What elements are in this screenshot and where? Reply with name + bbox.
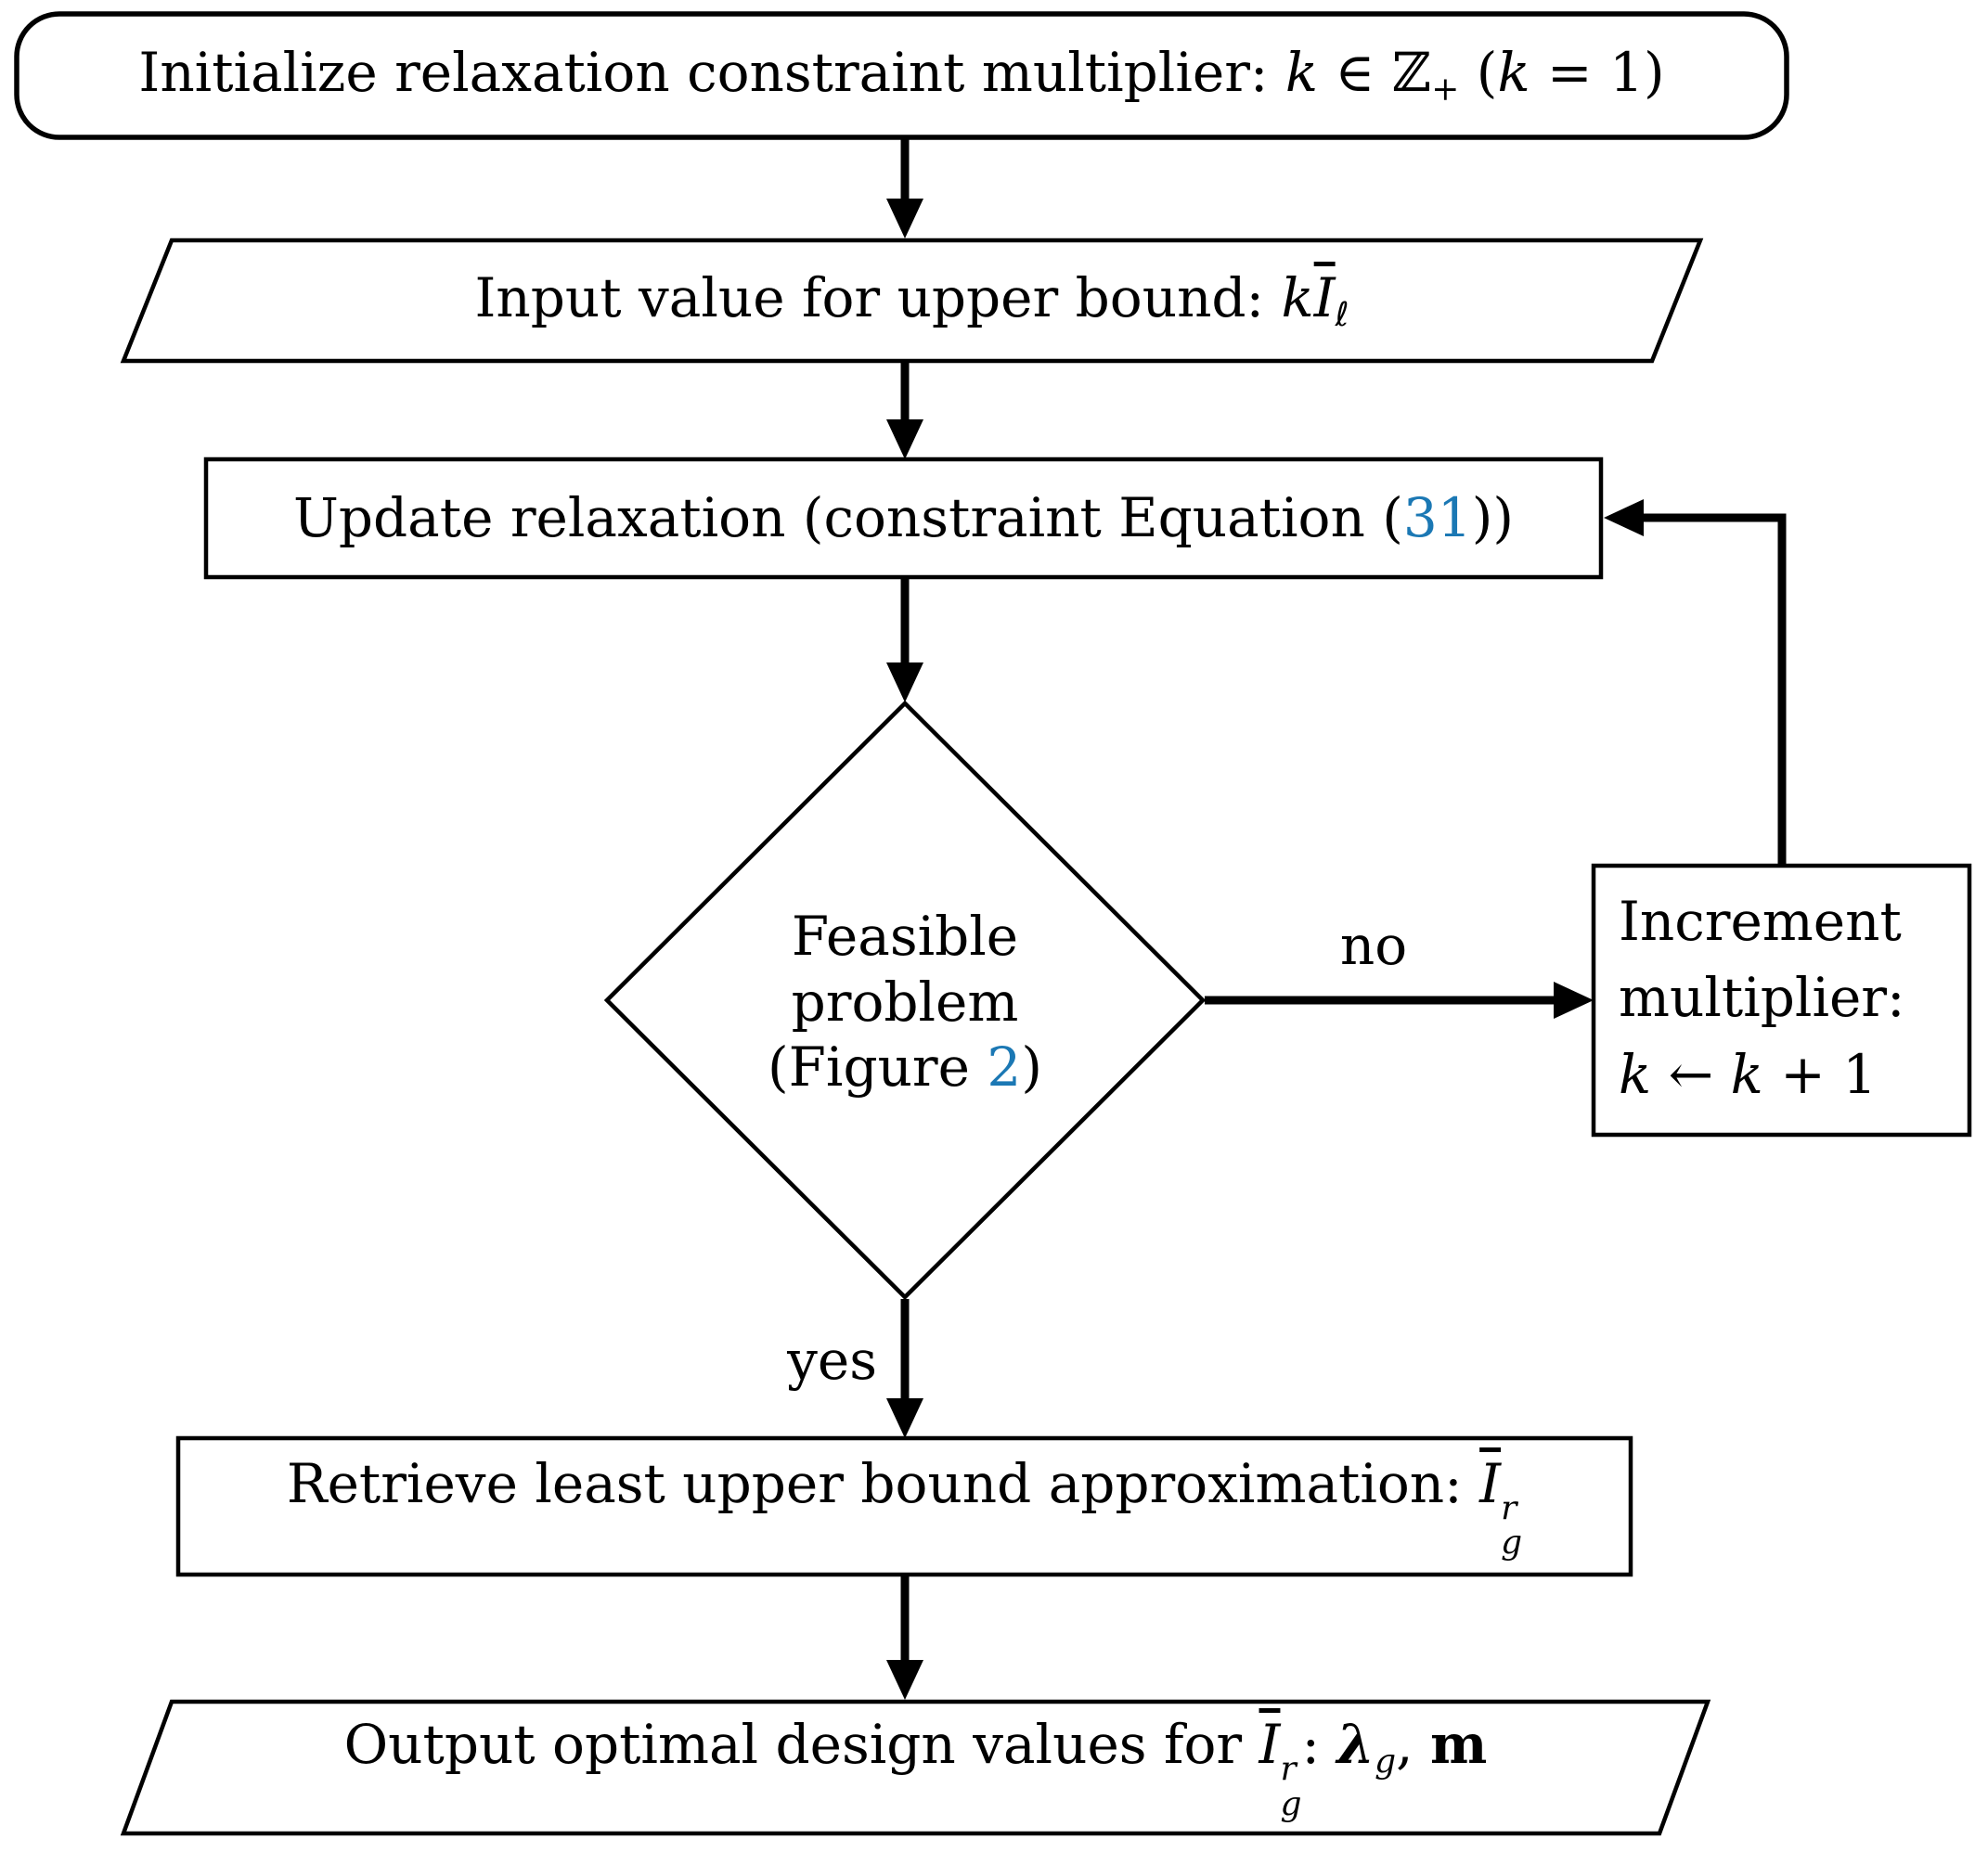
- retrieve-node-label: Retrieve least upper bound approximation…: [178, 1438, 1631, 1575]
- integers-symbol: ℤ: [1391, 41, 1432, 105]
- output-colon: :: [1301, 1713, 1337, 1777]
- k-symbol: k: [1730, 1042, 1763, 1106]
- integers-plus-subscript: +: [1431, 71, 1460, 109]
- assign-arrow: ←: [1651, 1042, 1731, 1106]
- increment-line-1: Increment: [1619, 890, 1902, 953]
- arrow-decision-to-increment: [1205, 982, 1594, 1019]
- k-symbol: k: [1497, 41, 1530, 105]
- i-bar-symbol: I: [1259, 1713, 1281, 1777]
- k-symbol: k: [1281, 265, 1314, 329]
- update-process-shape: [203, 457, 1604, 580]
- g-subscript: g: [1501, 1524, 1523, 1563]
- input-node-label: Input value for upper bound: kIℓ: [123, 240, 1700, 361]
- r-superscript: r: [1280, 1750, 1297, 1789]
- arrow-update-to-decision: [886, 579, 923, 702]
- arrow-init-to-input: [886, 139, 923, 238]
- edge-label-no: no: [1339, 914, 1408, 977]
- update-text: Update relaxation (constraint Equation (: [293, 485, 1403, 549]
- init-node-label: Initialize relaxation constraint multipl…: [17, 14, 1787, 137]
- ell-subscript: ℓ: [1335, 295, 1349, 334]
- output-text: Output optimal design values for: [343, 1713, 1259, 1777]
- g-subscript: g: [1280, 1784, 1302, 1823]
- equation-31-link[interactable]: 31: [1402, 485, 1472, 549]
- arrow-retrieve-to-output: [886, 1576, 923, 1700]
- edge-label-yes: yes: [787, 1329, 877, 1392]
- output-parallelogram-shape: [120, 1699, 1711, 1836]
- init-open-paren: (: [1459, 41, 1498, 105]
- lambda-g-subscript: g: [1375, 1743, 1397, 1781]
- decision-node-label: Feasible problem (Figure 2): [608, 891, 1202, 1113]
- i-bar-symbol: I: [1479, 1451, 1502, 1515]
- output-comma: ,: [1396, 1713, 1431, 1777]
- m-vector-symbol: m: [1430, 1713, 1488, 1777]
- increment-line-2: multiplier:: [1619, 966, 1905, 1030]
- decision-line-3: (Figure 2): [768, 1035, 1042, 1100]
- arrow-decision-to-retrieve: [886, 1299, 923, 1438]
- start-terminator-shape: [14, 11, 1789, 140]
- decision-line-2: problem: [791, 970, 1019, 1034]
- figure-2-link[interactable]: 2: [987, 1035, 1022, 1100]
- k-symbol: k: [1284, 41, 1319, 105]
- arrow-increment-to-update: [1604, 499, 1787, 866]
- increment-line-3: k ← k + 1: [1619, 1036, 1877, 1112]
- init-equals-one: = 1): [1530, 41, 1665, 105]
- decision-line-1: Feasible: [791, 904, 1019, 968]
- increment-node-label: Increment multiplier: k ← k + 1: [1619, 883, 1953, 1117]
- lambda-symbol: λ: [1336, 1713, 1375, 1777]
- init-text: Initialize relaxation constraint multipl…: [138, 41, 1285, 105]
- plus-one: + 1: [1762, 1042, 1878, 1106]
- k-symbol: k: [1619, 1042, 1652, 1106]
- element-of: ∈: [1318, 41, 1392, 105]
- update-close-parens: )): [1471, 485, 1514, 549]
- retrieve-process-shape: [175, 1435, 1633, 1577]
- update-node-label: Update relaxation (constraint Equation (…: [206, 459, 1601, 577]
- i-bar-symbol: I: [1313, 265, 1336, 329]
- retrieve-text: Retrieve least upper bound approximation…: [286, 1451, 1480, 1515]
- input-parallelogram-shape: [120, 238, 1704, 364]
- figure-ref-close: ): [1021, 1035, 1042, 1100]
- input-text: Input value for upper bound:: [474, 265, 1282, 329]
- figure-ref-text: (Figure: [768, 1035, 988, 1100]
- arrow-input-to-update: [886, 363, 923, 459]
- decision-diamond-shape: [603, 700, 1207, 1301]
- r-superscript: r: [1501, 1488, 1517, 1527]
